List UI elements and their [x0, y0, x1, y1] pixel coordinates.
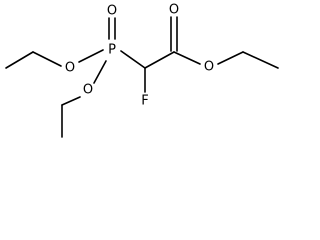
- bond-p-chf: [120, 50, 146, 69]
- atom-phosphorus: P: [108, 43, 116, 58]
- bond-ethyl3-o-ch2: [217, 51, 244, 65]
- bond-ethyl1-ch2-o: [32, 51, 62, 67]
- atom-ester-oxygen-lower: O: [83, 83, 93, 98]
- atom-carbonyl-oxygen: O: [169, 3, 179, 18]
- atom-fluorine: F: [141, 94, 148, 109]
- bond-c-o-ester: [173, 51, 201, 65]
- bond-ethyl2-o-ch2: [61, 96, 81, 106]
- atom-phosphoryl-oxygen: O: [107, 4, 117, 19]
- bond-p-o-lower: [93, 60, 107, 84]
- bond-ethyl3-ch2-ch3: [242, 51, 279, 69]
- bond-o-upper-p: [78, 49, 104, 63]
- bond-ethyl1-ch3-ch2: [5, 51, 34, 69]
- atom-carboxyl-oxygen: O: [204, 60, 214, 75]
- atom-ester-oxygen-upper: O: [65, 61, 75, 76]
- structure-svg: O P O O F O O: [5, 3, 279, 138]
- chemical-structure-diagram: O P O O F O O: [5, 2, 279, 138]
- bond-chf-carbonyl: [144, 51, 175, 69]
